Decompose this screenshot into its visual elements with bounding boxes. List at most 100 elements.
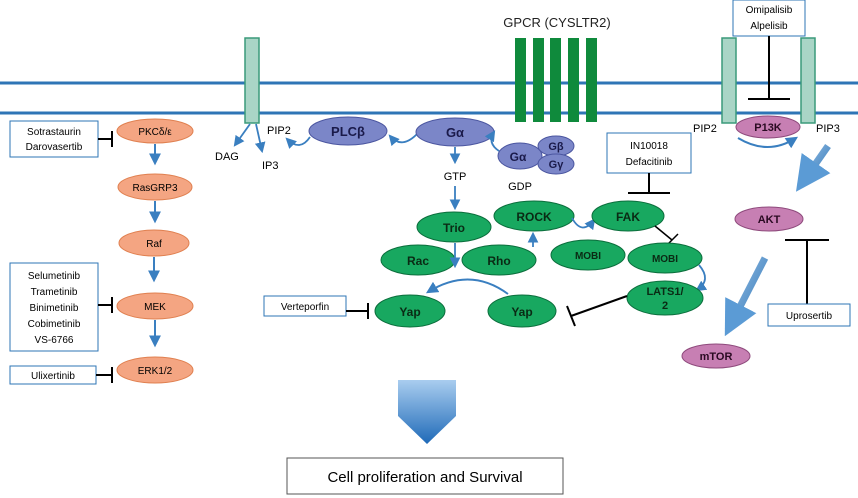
svg-text:2: 2 xyxy=(662,300,668,312)
outcome-arrow-icon xyxy=(398,380,456,444)
arrow-pip2-pip3 xyxy=(737,136,799,149)
lats-node: LATS1/ 2 xyxy=(626,280,704,316)
drug-ulixertinib: Ulixertinib xyxy=(31,371,75,382)
svg-text:Gβ: Gβ xyxy=(548,141,564,153)
svg-text:Raf: Raf xyxy=(146,239,162,250)
akt-node: AKT xyxy=(734,206,804,232)
drug-defacitinib: Defacitinib xyxy=(626,157,673,168)
svg-text:ROCK: ROCK xyxy=(516,210,552,224)
drug-selumetinib: Selumetinib xyxy=(28,271,81,282)
svg-text:Rho: Rho xyxy=(487,254,510,268)
svg-text:Trio: Trio xyxy=(443,221,465,235)
drug-alpelisib: Alpelisib xyxy=(750,21,788,32)
mek-inhibition-line xyxy=(98,297,113,313)
arrow-pip2-ip3 xyxy=(254,123,266,154)
arrow-pip3-akt xyxy=(795,143,831,192)
dag-label: DAG xyxy=(215,151,239,163)
rho-node: Rho xyxy=(461,244,537,276)
cell-membrane xyxy=(0,81,858,115)
arrow-galpha-plcb xyxy=(388,132,419,147)
drug-binimetinib: Binimetinib xyxy=(30,303,79,314)
akt-inhibitor-box: Uprosertib xyxy=(767,303,851,327)
drug-darovasertib: Darovasertib xyxy=(26,142,83,153)
pip2-left-label: PIP2 xyxy=(267,125,291,137)
drug-vs6766: VS-6766 xyxy=(35,335,74,346)
svg-text:RasGRP3: RasGRP3 xyxy=(132,183,177,194)
raf-node: Raf xyxy=(118,229,190,257)
svg-text:MOBI: MOBI xyxy=(652,254,678,265)
galpha-active-node: Gα xyxy=(415,117,495,147)
svg-text:ERK1/2: ERK1/2 xyxy=(138,366,173,377)
ggamma-node: Gγ xyxy=(537,153,575,175)
erk-inhibition-line xyxy=(96,367,113,383)
rasgrp3-node: RasGRP3 xyxy=(117,173,193,201)
fak-inhibitor-box: IN10018 Defacitinib xyxy=(606,132,692,174)
svg-text:mTOR: mTOR xyxy=(700,351,733,363)
svg-text:Rac: Rac xyxy=(407,254,429,268)
erk-inhibitor-box: Ulixertinib xyxy=(9,365,97,385)
svg-text:PLCβ: PLCβ xyxy=(331,124,365,139)
drug-verteporfin: Verteporfin xyxy=(281,302,329,313)
rac-node: Rac xyxy=(380,244,456,276)
yap-right-node: Yap xyxy=(487,294,557,328)
arrow-yap-translocation xyxy=(425,278,509,295)
drug-in10018: IN10018 xyxy=(630,141,668,152)
gpcr-receptor xyxy=(515,38,597,122)
trio-node: Trio xyxy=(416,211,492,243)
plcb-node: PLCβ xyxy=(308,116,388,146)
svg-text:P13K: P13K xyxy=(754,122,782,134)
erk-node: ERK1/2 xyxy=(116,356,194,384)
yap-inhibition-line xyxy=(346,303,369,319)
ip3-label: IP3 xyxy=(262,160,279,172)
rock-node: ROCK xyxy=(493,200,575,232)
pi3k-transmembrane-helix-right xyxy=(800,37,816,124)
yap-left-node: Yap xyxy=(374,294,446,328)
outcome-box: Cell proliferation and Survival xyxy=(286,457,564,495)
mtor-node: mTOR xyxy=(681,343,751,369)
mob-left-node: MOBI xyxy=(550,239,626,271)
drug-sotrastaurin: Sotrastaurin xyxy=(27,127,81,138)
arrow-akt-mtor xyxy=(724,256,769,337)
yap-inhibitor-box: Verteporfin xyxy=(263,295,347,317)
gbeta-node: Gβ xyxy=(537,135,575,157)
fak-inhibition-line xyxy=(628,173,670,194)
arrow-mob-lats xyxy=(695,264,708,292)
mek-inhibitor-box: Selumetinib Trametinib Binimetinib Cobim… xyxy=(9,262,99,352)
svg-text:Yap: Yap xyxy=(399,305,420,319)
arrow-plc-pip2 xyxy=(285,136,311,149)
pkc-inhibition-line xyxy=(98,131,113,147)
galpha-node: Gα xyxy=(497,142,543,170)
svg-text:AKT: AKT xyxy=(758,214,781,226)
drug-cobimetinib: Cobimetinib xyxy=(28,319,81,330)
svg-text:LATS1/: LATS1/ xyxy=(646,286,683,298)
gtp-label: GTP xyxy=(444,171,467,183)
svg-text:PKCδ/ε: PKCδ/ε xyxy=(138,127,172,138)
lats-yap-inhibition-line xyxy=(566,295,628,327)
svg-text:Gα: Gα xyxy=(510,150,527,164)
drug-omipalisib: Omipalisib xyxy=(746,5,793,16)
svg-text:Gα: Gα xyxy=(446,125,464,140)
pi3k-node: P13K xyxy=(735,115,801,139)
drug-trametinib: Trametinib xyxy=(31,287,78,298)
pi3k-inhibition-line xyxy=(748,36,790,100)
pi3k-inhibitor-box: Omipalisib Alpelisib xyxy=(732,0,806,37)
arrow-pip2-dag xyxy=(233,123,251,147)
drug-uprosertib: Uprosertib xyxy=(786,311,833,322)
svg-text:FAK: FAK xyxy=(616,210,640,224)
fak-node: FAK xyxy=(591,200,665,232)
mob-right-node: MOBI xyxy=(627,242,703,274)
plc-transmembrane-helix xyxy=(244,37,260,124)
svg-text:MOBI: MOBI xyxy=(575,251,601,262)
gpcr-label: GPCR (CYSLTR2) xyxy=(503,15,610,30)
arrow-rock-fak xyxy=(571,217,596,231)
svg-text:Gγ: Gγ xyxy=(549,159,565,171)
pip3-label: PIP3 xyxy=(816,123,840,135)
svg-text:Yap: Yap xyxy=(511,305,532,319)
pip2-right-label: PIP2 xyxy=(693,123,717,135)
pkc-inhibitor-box: Sotrastaurin Darovasertib xyxy=(9,120,99,158)
pkc-node: PKCδ/ε xyxy=(116,118,194,144)
akt-inhibition-line xyxy=(785,239,829,304)
mek-node: MEK xyxy=(116,292,194,320)
pi3k-transmembrane-helix-left xyxy=(721,37,737,124)
